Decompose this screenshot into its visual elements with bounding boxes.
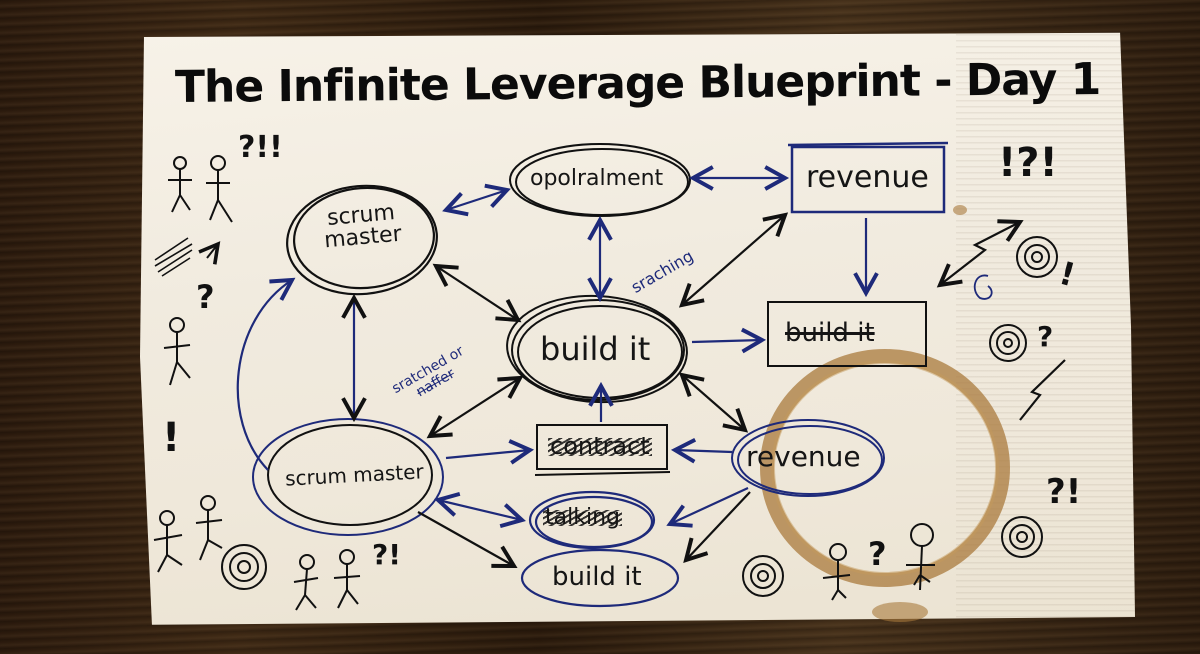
doodle-marks: ?!: [1046, 472, 1082, 512]
stick-figure-icon: [906, 523, 935, 591]
node-revenue-box-shape: [787, 141, 949, 214]
node-scrum-master-top-shape: [286, 184, 438, 296]
doodle-marks: ?!!: [238, 130, 283, 165]
spiral-icon: [221, 544, 267, 590]
spiral-icon: [989, 324, 1027, 362]
doodle-marks: ?: [868, 535, 887, 573]
doodle-marks: ?: [1037, 320, 1054, 353]
edges: [236, 165, 1066, 568]
stick-figure-icon: [153, 510, 183, 573]
coffee-stain: [760, 205, 1010, 622]
node-revenue-ellipse: revenue: [746, 440, 861, 473]
node-build-it-bottom-shape: [520, 548, 680, 608]
node-build-it-struck: build it: [785, 318, 875, 348]
page-title: The Infinite Leverage Blueprint - Day 1: [174, 53, 1101, 114]
node-contract-scribbled: contract: [548, 432, 652, 460]
node-talking-shape: [528, 490, 656, 550]
doodle-marks: ?: [196, 278, 215, 316]
stick-figure-icon: [168, 156, 192, 213]
doodle-marks: !: [162, 415, 181, 461]
doodle-marks: ?!: [372, 538, 402, 571]
scribble-hatch-icon: [154, 237, 193, 277]
scribbled-text: contract: [548, 432, 652, 460]
node-build-it-bottom: build it: [552, 562, 642, 592]
napkin-background: [140, 32, 1135, 625]
blue-squiggle-icon: [973, 274, 993, 300]
node-scrum-master-top: scrum master: [310, 200, 413, 253]
node-contract-shape: [534, 424, 671, 476]
doodle-marks: !?!: [998, 140, 1058, 186]
stick-figure-icon: [206, 155, 233, 223]
small-arrow-icon: [198, 241, 221, 265]
node-revenue-box: revenue: [806, 160, 929, 195]
stick-figure-icon: [293, 554, 319, 611]
spiral-icon: [742, 555, 784, 597]
scribbled-text: talking: [543, 505, 622, 530]
stick-figure-icon: [163, 317, 191, 386]
node-talking-scribbled: talking: [543, 505, 622, 530]
node-revenue-ellipse-shape: [731, 419, 885, 497]
node-opolralment: opolralment: [530, 166, 664, 191]
node-build-it-center: build it: [540, 330, 651, 368]
stick-figure-icon: [822, 543, 851, 601]
doodles: [153, 155, 1058, 611]
stick-figure-icon: [333, 549, 361, 609]
spiral-icon: [1001, 516, 1043, 558]
node-build-it-struck-shape: [767, 301, 927, 367]
spiral-icon: [1016, 236, 1058, 278]
stick-figure-icon: [195, 495, 223, 561]
